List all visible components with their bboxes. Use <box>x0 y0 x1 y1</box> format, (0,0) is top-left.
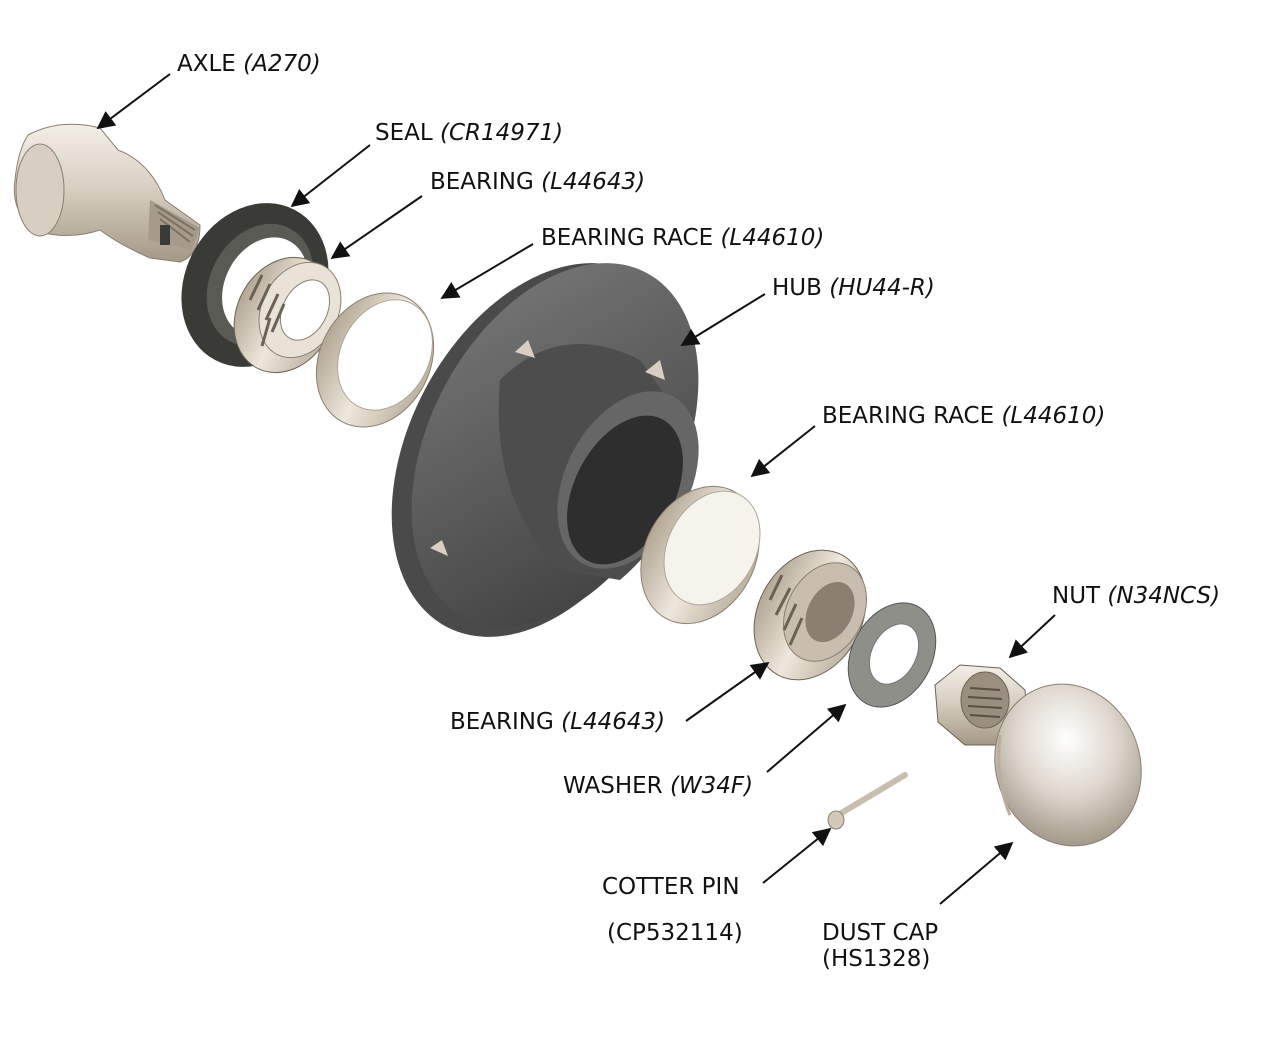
bearing-inner-leader <box>332 196 422 258</box>
seal-label: SEAL (CR14971) <box>375 120 563 146</box>
cotter-pin-leader <box>763 829 830 883</box>
washer-leader <box>767 705 845 772</box>
bearing-outer-leader <box>686 663 768 721</box>
hub-label: HUB (HU44-R) <box>772 275 935 301</box>
dust-cap-name-label: DUST CAP <box>822 920 938 946</box>
nut-label: NUT (N34NCS) <box>1052 583 1220 609</box>
hub-leader <box>682 294 765 345</box>
race-outer-leader <box>752 426 815 476</box>
axle-part <box>14 124 200 262</box>
bearing-inner-label: BEARING (L44643) <box>430 169 645 195</box>
race-outer-label: BEARING RACE (L44610) <box>822 403 1105 429</box>
nut-leader <box>1010 615 1055 657</box>
cotter-pin-name-label: COTTER PIN <box>602 874 740 900</box>
dust-cap-part-label: (HS1328) <box>822 946 930 972</box>
cotter-pin-part-label: (CP532114) <box>607 920 743 946</box>
washer-label: WASHER (W34F) <box>563 773 753 799</box>
dust-cap-leader <box>940 843 1012 904</box>
axle-label: AXLE (A270) <box>177 51 321 77</box>
race-inner-label: BEARING RACE (L44610) <box>541 225 824 251</box>
axle-leader <box>98 74 170 128</box>
cotter-pin-part <box>828 775 905 829</box>
seal-leader <box>292 145 370 206</box>
bearing-outer-label: BEARING (L44643) <box>450 709 665 735</box>
